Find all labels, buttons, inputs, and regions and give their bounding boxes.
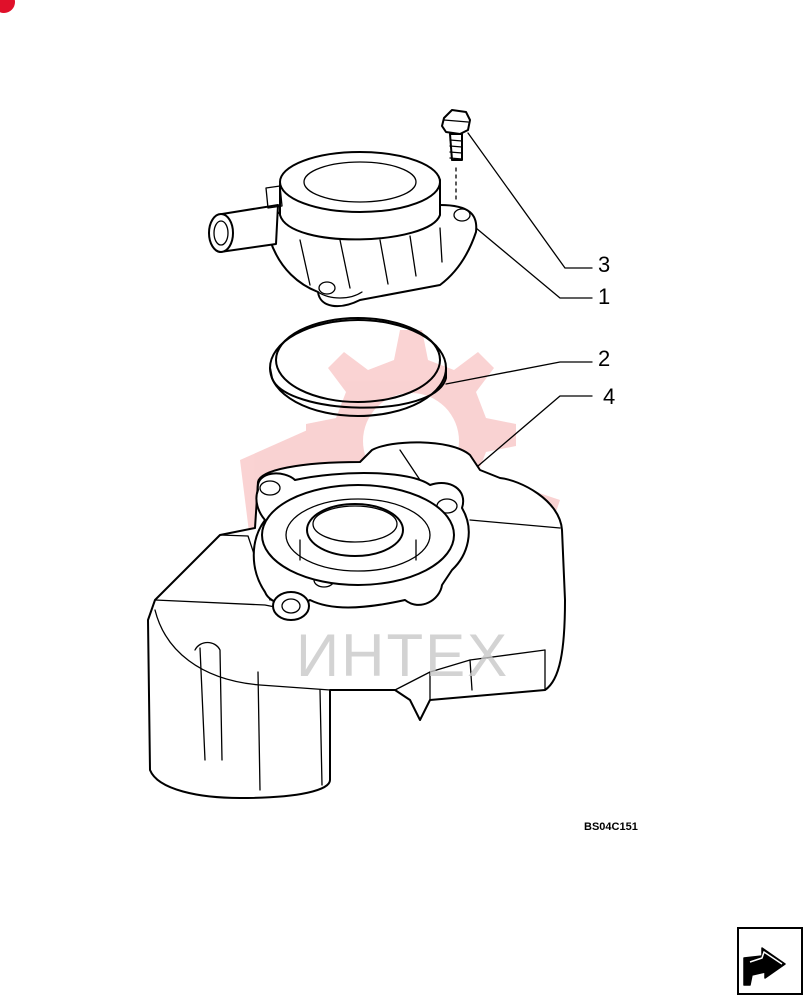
housing-part-4: [147, 441, 566, 799]
callout-4: 4: [603, 384, 615, 409]
red-dot-icon: [0, 0, 15, 13]
cover-part-1: [208, 151, 478, 308]
leader-lines: [445, 132, 593, 467]
callout-2: 2: [598, 346, 610, 371]
callout-3: 3: [598, 252, 610, 277]
next-page-arrow-icon[interactable]: [737, 927, 803, 995]
watermark-text: ИНТЕХ: [296, 622, 509, 689]
bolt-part-3: [441, 109, 471, 201]
callout-1: 1: [598, 284, 610, 309]
drawing-code: BS04C151: [584, 821, 638, 833]
seal-ring-part-2: [269, 317, 447, 417]
